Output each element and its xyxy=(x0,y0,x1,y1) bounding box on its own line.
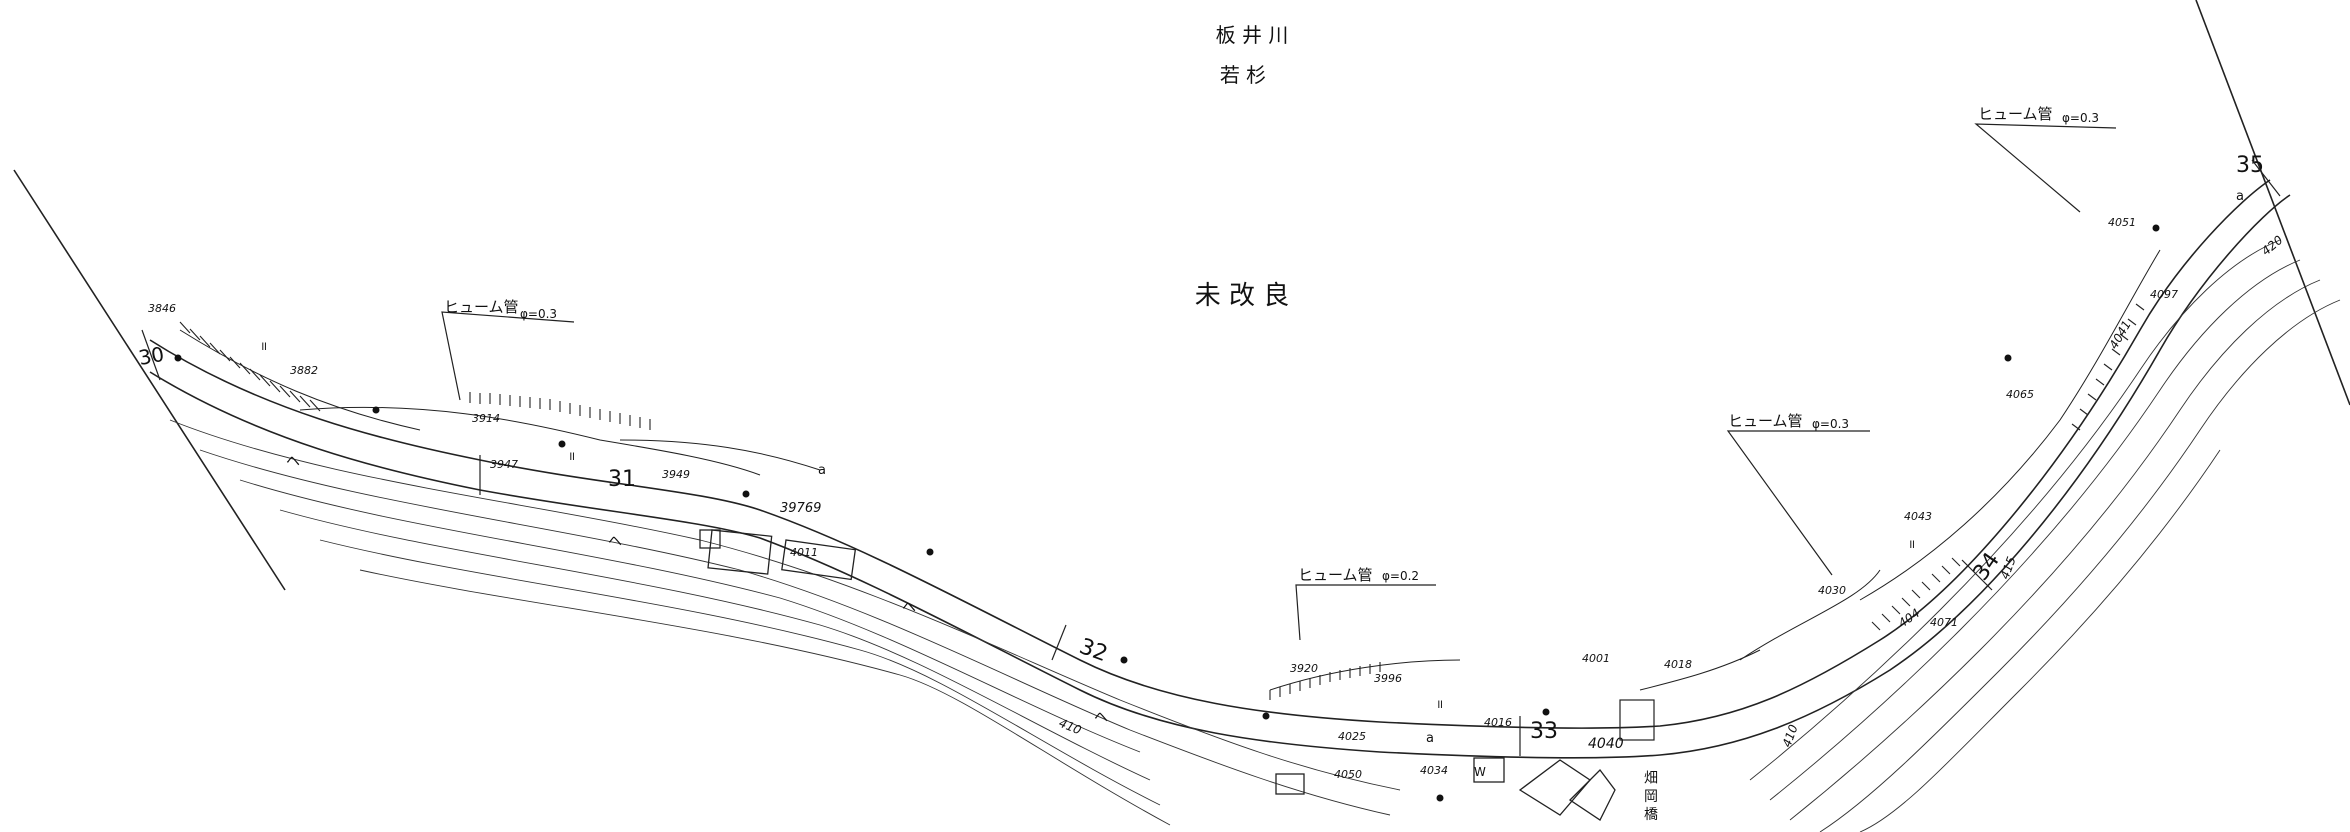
elevation: 4025 xyxy=(1338,730,1366,743)
elevation: 3846 xyxy=(148,302,176,315)
culvert-label-3: ヒューム管 xyxy=(1728,412,1803,430)
match-line-right xyxy=(2195,0,2350,406)
paddy-symbol: a xyxy=(818,463,826,478)
station-35: 35 xyxy=(2236,153,2264,178)
district-name: 若 杉 xyxy=(1220,63,1266,87)
elevation: 3920 xyxy=(1290,662,1318,675)
elevation: 4050 xyxy=(1334,768,1362,781)
elevation: 4034 xyxy=(1420,764,1448,777)
elevation: 3947 xyxy=(490,458,518,471)
culvert-label-4: ヒューム管 xyxy=(1978,105,2053,123)
road xyxy=(149,179,2291,759)
elevation: 4065 xyxy=(2006,388,2034,401)
elevation: 4097 xyxy=(2150,288,2178,301)
elevation: 4043 xyxy=(1904,510,1932,523)
culvert-label-2: ヒューム管 xyxy=(1298,566,1373,584)
paddy-symbol: a xyxy=(2236,189,2244,204)
station-32: 32 xyxy=(1076,634,1111,667)
elevation: 3996 xyxy=(1374,672,1402,685)
elevation: 4071 xyxy=(1930,616,1958,629)
river-name: 板 井 川 xyxy=(1216,23,1289,47)
station-ticks xyxy=(141,159,2281,756)
stations: 30 31 32 33 34 35 xyxy=(137,153,2264,744)
contour-label-3: 415 xyxy=(1998,555,2019,581)
grass-symbol: ॥ xyxy=(260,339,267,353)
wasteland-symbol: ヘ xyxy=(1094,710,1108,726)
map-symbols: ヘ ヘ ヘ ヘ ॥ ॥ ॥ ॥ a a a W xyxy=(260,189,2244,779)
elevation: 4001 xyxy=(1582,652,1610,665)
contour-label-2: 420 xyxy=(2259,233,2286,259)
contour-label-1: 410 xyxy=(1057,716,1084,738)
culvert-size-4: φ=0.3 xyxy=(2062,111,2099,125)
grass-symbol: ॥ xyxy=(1436,697,1443,711)
wasteland-symbol: ヘ xyxy=(608,534,622,550)
elevation: 4011 xyxy=(790,546,818,559)
culvert-size-3: φ=0.3 xyxy=(1812,417,1849,431)
bridge: 畑 岡 橋 xyxy=(1619,699,1658,821)
buildings xyxy=(699,529,1616,821)
elevation: 4040 xyxy=(1588,736,1624,752)
elevation: 4016 xyxy=(1484,716,1512,729)
match-line-left xyxy=(13,169,286,591)
elevation: 4018 xyxy=(1664,658,1692,671)
culvert-label-1: ヒューム管 xyxy=(444,298,519,316)
grass-symbol: ॥ xyxy=(1908,537,1915,551)
elevation: 4051 xyxy=(2108,216,2136,229)
wasteland-symbol: ヘ xyxy=(286,454,300,470)
contours xyxy=(169,239,2341,832)
river-bank xyxy=(179,249,2161,691)
grass-symbol: ॥ xyxy=(568,449,575,463)
station-34: 34 xyxy=(1968,548,2005,585)
paddy-symbol: a xyxy=(1426,731,1434,746)
point-markers xyxy=(174,224,2160,802)
bridge-name: 畑 岡 橋 xyxy=(1642,770,1658,821)
culvert-size-2: φ=0.2 xyxy=(1382,569,1419,583)
culvert-callouts: ヒューム管 φ=0.3 ヒューム管 φ=0.2 ヒューム管 φ=0.3 ヒューム… xyxy=(441,105,2117,641)
elevation: 39769 xyxy=(780,501,821,516)
station-33: 33 xyxy=(1530,719,1558,744)
elevation: 3882 xyxy=(290,364,318,377)
culvert-size-1: φ=0.3 xyxy=(520,307,557,321)
elevation: 4030 xyxy=(1818,584,1846,597)
elevation: 3949 xyxy=(662,468,690,481)
well-symbol: W xyxy=(1474,765,1486,779)
station-31: 31 xyxy=(608,467,636,492)
elevation: 3914 xyxy=(472,412,500,425)
status-label: 未 改 良 xyxy=(1195,281,1290,311)
bank-ticks xyxy=(179,303,2145,700)
wasteland-symbol: ヘ xyxy=(902,600,916,616)
